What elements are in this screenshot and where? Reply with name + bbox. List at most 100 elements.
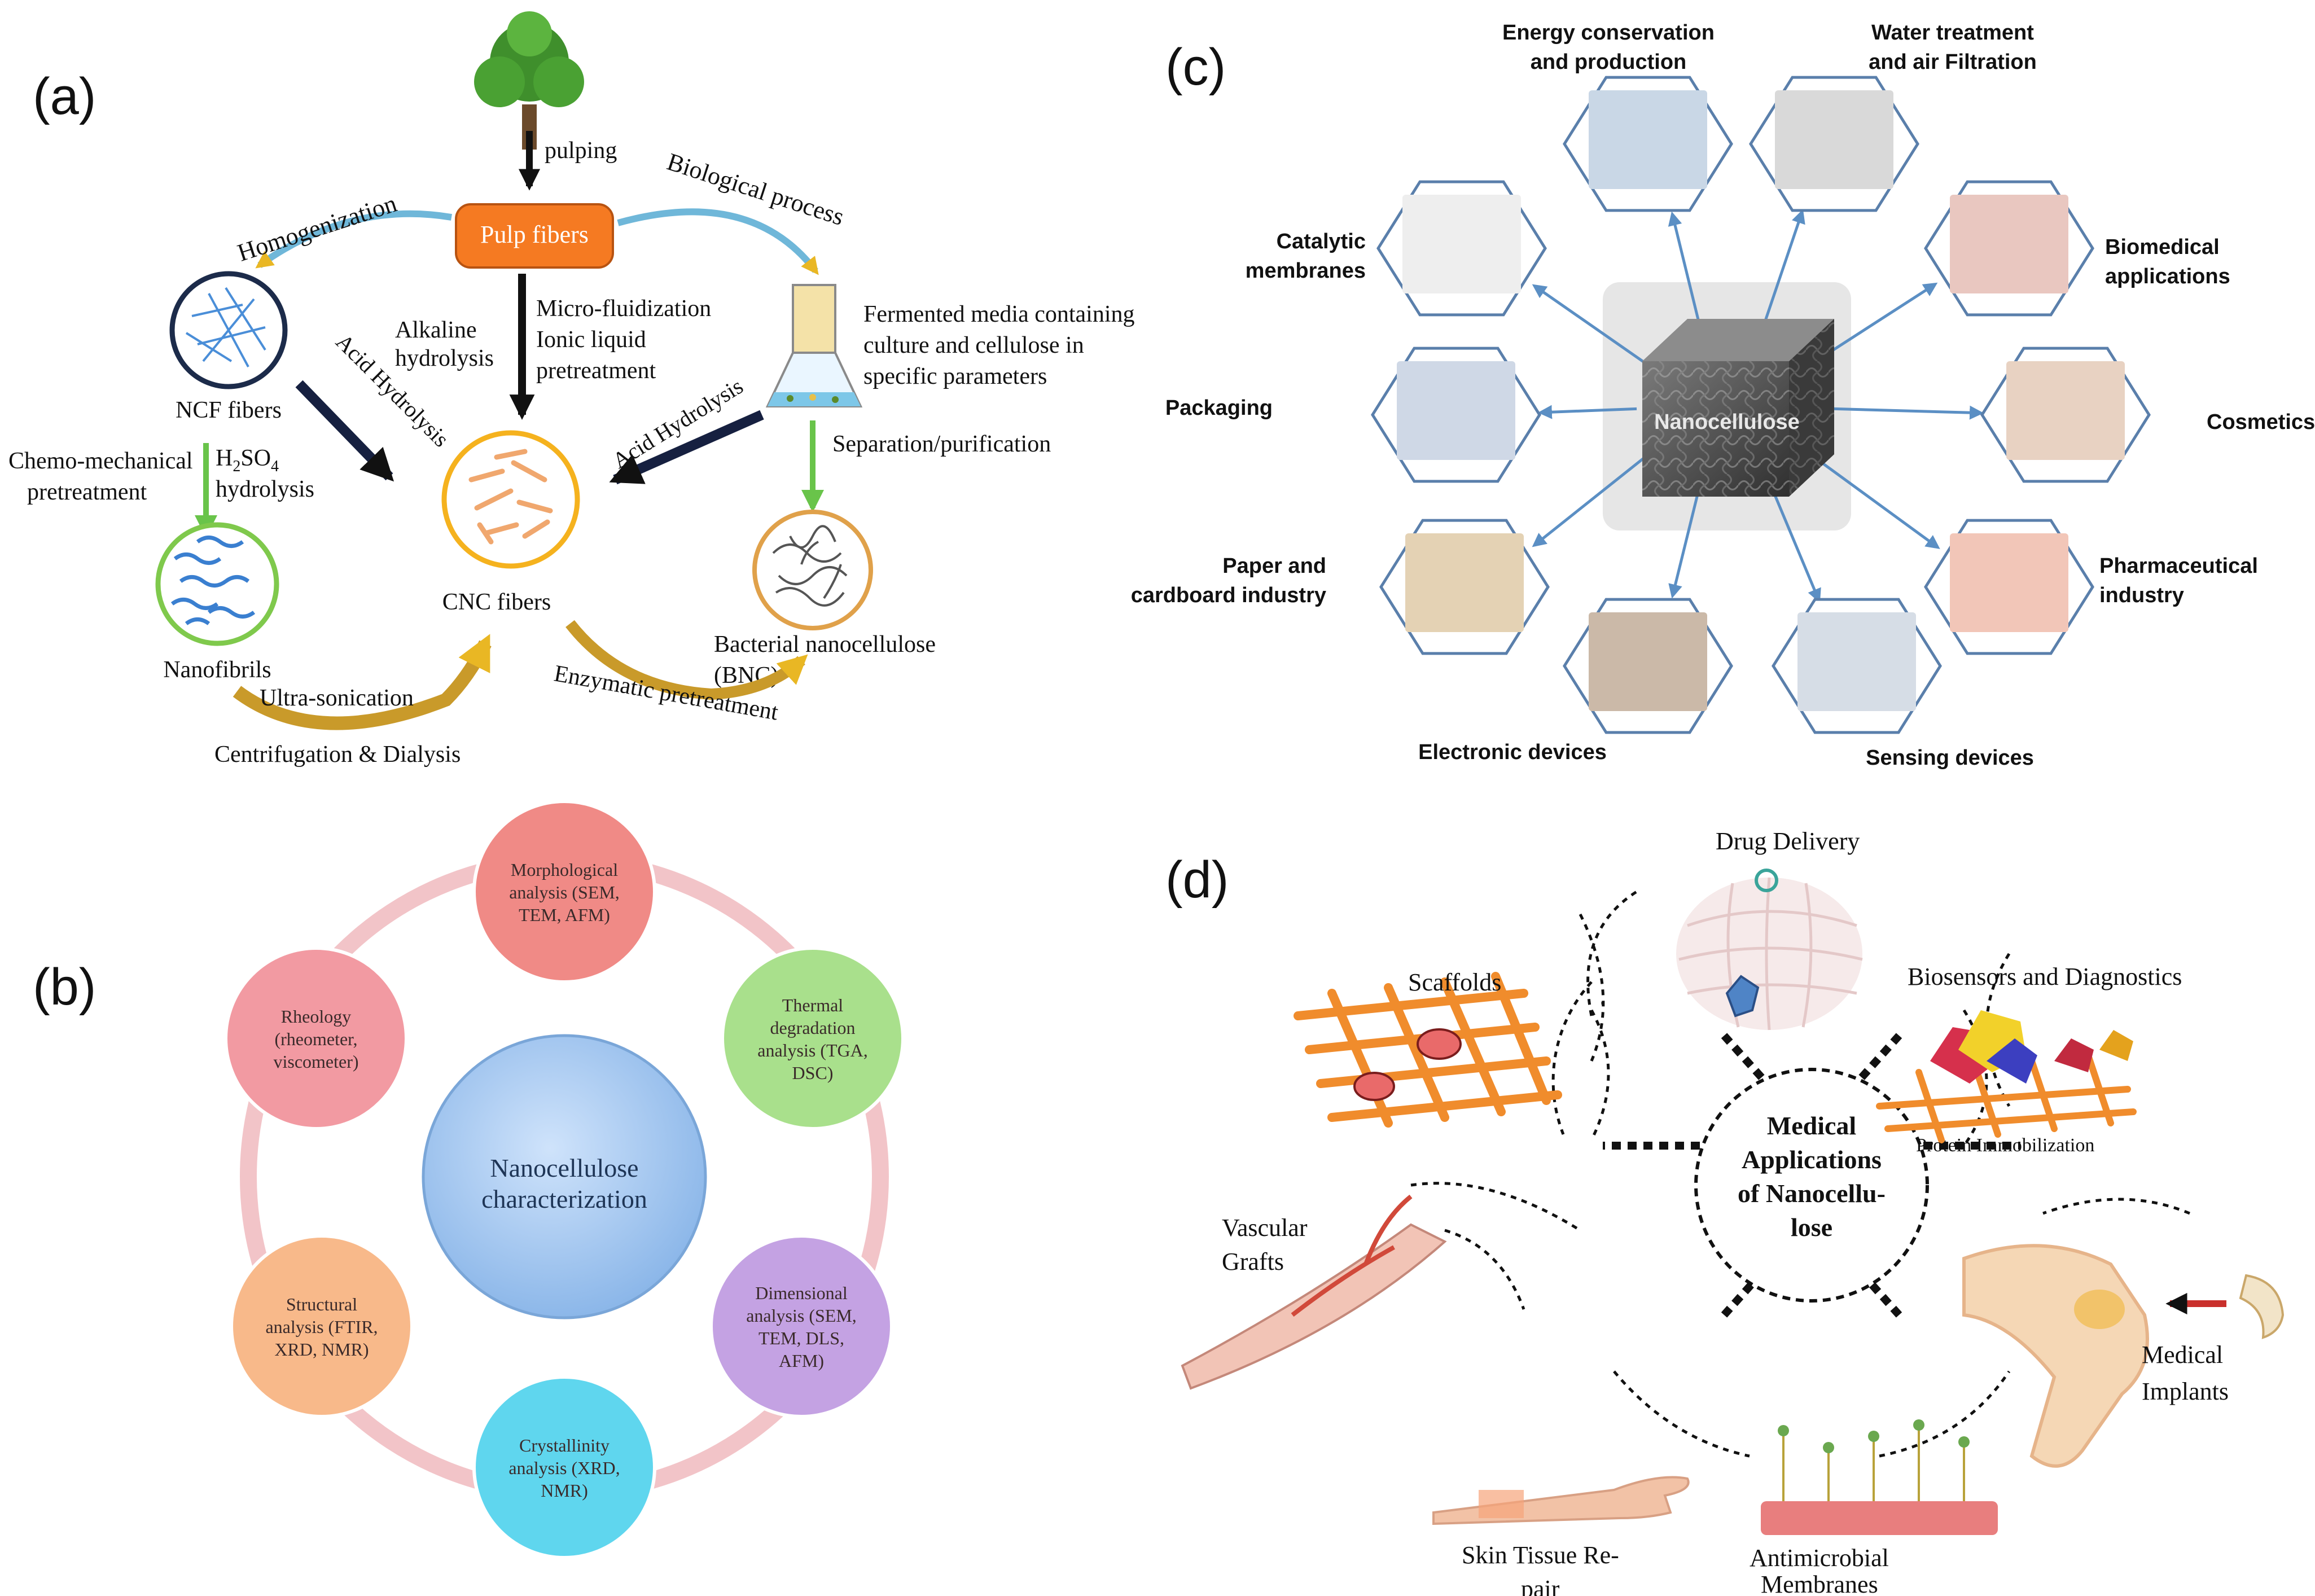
application-photo-placeholder <box>1775 90 1893 189</box>
antimicrobial-line2: Membranes <box>1761 1571 1878 1596</box>
fermented-line1: Fermented media containing <box>863 301 1135 327</box>
application-label: cardboard industry <box>1131 584 1326 607</box>
scaffolds-icon <box>1294 972 1562 1128</box>
implants-line1: Medical <box>2142 1341 2223 1369</box>
application-arrow <box>1532 450 1654 547</box>
application-hexagon <box>1563 598 1733 734</box>
homogenization-label: Homogenization <box>234 190 400 267</box>
biological-arrow <box>617 208 819 275</box>
application-label: industry <box>2099 584 2184 607</box>
application-hexagon <box>1563 76 1733 212</box>
application-photo-placeholder <box>1950 195 2068 293</box>
nanofibrils-label: Nanofibrils <box>163 657 271 683</box>
cell-icon <box>1353 1072 1395 1101</box>
flask-icon <box>765 284 863 407</box>
centrifugation-label: Centrifugation & Dialysis <box>214 742 461 768</box>
characterization-center-line2: characterization <box>481 1185 647 1213</box>
application-photo-placeholder <box>1950 533 2068 632</box>
ultrasonication-arrow <box>233 634 492 730</box>
application-label: Energy conservation <box>1502 21 1715 45</box>
application-photo-placeholder <box>1797 612 1916 711</box>
enzymatic-arrow <box>565 620 808 700</box>
medical-connectors <box>1603 1033 2020 1318</box>
application-arrow <box>1668 481 1702 599</box>
application-arrow <box>1760 209 1805 334</box>
application-photo-placeholder <box>1589 612 1707 711</box>
application-arrow <box>1532 284 1650 367</box>
panel-d-label: (d) <box>1165 851 1229 909</box>
application-label: Packaging <box>1165 396 1273 420</box>
characterization-node-text: (rheometer, <box>274 1029 357 1049</box>
bnc-icon <box>772 525 848 607</box>
application-photo-placeholder <box>2006 361 2125 460</box>
application-hexagon <box>1749 76 1919 212</box>
panel-a-label: (a) <box>33 68 96 125</box>
ncf-fibers-icon <box>185 287 266 367</box>
tree-icon <box>474 11 584 150</box>
medical-center-line2: Applications <box>1742 1145 1882 1174</box>
application-arrows <box>1532 209 1984 603</box>
biological-label: Biological process <box>664 148 847 231</box>
panel-b: (b) Nanocellulose characterization Morph… <box>33 800 905 1559</box>
application-label: Pharmaceutical <box>2099 554 2258 578</box>
application-label: Water treatment <box>1871 21 2034 45</box>
characterization-node-text: AFM) <box>779 1351 824 1371</box>
application-label: membranes <box>1246 259 1366 283</box>
drug-delivery-icon <box>1676 869 1863 1031</box>
characterization-node-text: NMR) <box>541 1480 588 1501</box>
cnc-fibers-circle <box>441 430 580 569</box>
homogenization-arrow <box>255 210 452 269</box>
characterization-node-circle <box>709 1234 893 1418</box>
skin-line2: pair <box>1521 1575 1560 1596</box>
pulp-fibers-label: Pulp fibers <box>480 221 589 248</box>
application-arrow <box>1766 476 1821 603</box>
micro-line1: Micro-fluidization <box>536 296 711 322</box>
application-label: Cosmetics <box>2207 410 2315 434</box>
application-photo-placeholder <box>1589 90 1707 189</box>
application-label: applications <box>2105 265 2230 288</box>
acid-right-label: Acid Hydrolysis <box>608 373 747 473</box>
skin-line1: Skin Tissue Re- <box>1462 1541 1619 1569</box>
drug-delivery-label: Drug Delivery <box>1716 827 1860 855</box>
bnc-line1: Bacterial nanocellulose <box>714 632 936 657</box>
application-label: and production <box>1531 50 1687 74</box>
protein-icon <box>1930 1010 2133 1084</box>
application-label: Sensing devices <box>1866 746 2034 770</box>
application-label: Biomedical <box>2105 235 2220 259</box>
application-arrow <box>1802 448 1940 549</box>
characterization-node-text: degradation <box>770 1018 855 1038</box>
vascular-line1: Vascular <box>1222 1214 1308 1242</box>
characterization-center-circle <box>422 1034 707 1319</box>
ultrasonication-label: Ultra-sonication <box>260 685 414 711</box>
characterization-node-text: Thermal <box>782 995 844 1015</box>
antimicrobial-membrane-icon <box>1761 1419 1998 1535</box>
application-photo-placeholder <box>1397 361 1515 460</box>
characterization-node-text: Rheology <box>281 1006 351 1027</box>
skin-hand-icon <box>1432 1476 1690 1525</box>
application-hexagon <box>1980 347 2151 483</box>
medical-center-line4: lose <box>1791 1213 1832 1242</box>
micro-line3: pretreatment <box>536 358 656 384</box>
characterization-node-text: DSC) <box>792 1063 834 1083</box>
panel-a: (a) pulping Pulp fibers Homogenization B… <box>8 11 1135 768</box>
application-label: Catalytic <box>1277 230 1366 253</box>
application-label: Paper and <box>1222 554 1326 578</box>
application-hexagon <box>1379 519 1550 655</box>
vascular-line2: Grafts <box>1222 1248 1284 1275</box>
fermented-line2: culture and cellulose in <box>863 332 1084 358</box>
characterization-node-text: Morphological <box>511 860 618 880</box>
nanocellulose-cube-label: Nanocellulose <box>1654 410 1800 434</box>
application-hexagons: Energy conservation and production Water t… <box>1131 21 2315 770</box>
pulp-fibers-box <box>455 203 614 269</box>
application-arrow <box>1817 405 1984 420</box>
nanocellulose-cube-icon <box>1642 319 1834 497</box>
characterization-node-text: analysis (SEM, <box>509 882 620 902</box>
alkaline-line1: Alkaline <box>395 317 477 343</box>
h2so4-label: H2SO4 <box>216 445 279 475</box>
micro-line2: Ionic liquid <box>536 327 646 353</box>
